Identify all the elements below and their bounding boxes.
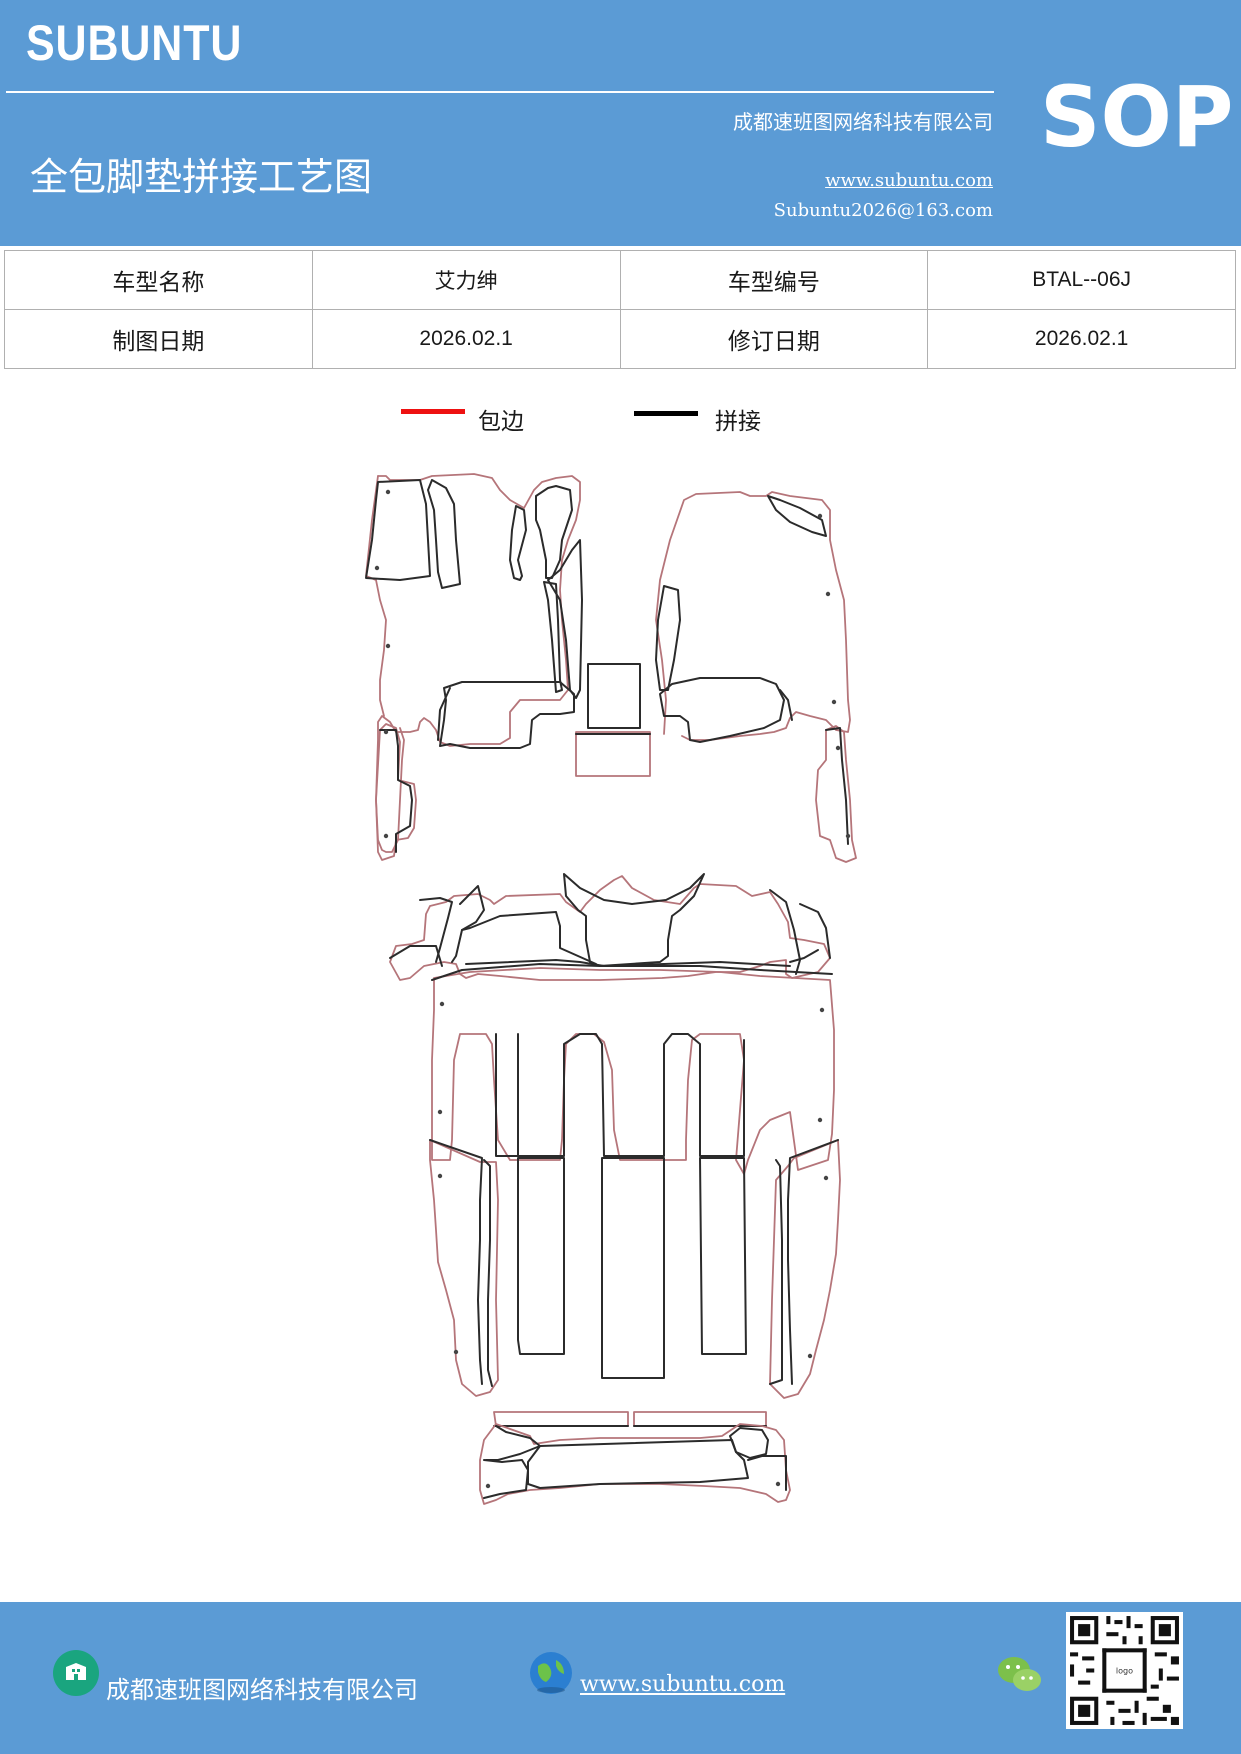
rear-top-strip-left: [493, 1411, 629, 1427]
table-row: 车型名称 艾力绅 车型编号 BTAL--06J: [4, 250, 1236, 310]
center-strip-2: [601, 1157, 665, 1379]
center-strip-1: [517, 1157, 565, 1355]
legend-edge-label: 包边: [478, 409, 524, 435]
passenger-side-strip: [815, 725, 857, 863]
legend-splice-swatch: [634, 411, 698, 416]
svg-text:logo: logo: [1116, 1667, 1133, 1676]
driver-heel-pad: [439, 681, 575, 749]
model-code-value: BTAL--06J: [927, 250, 1236, 310]
passenger-mat-outline: [655, 491, 851, 741]
table-row: 制图日期 2026.02.1 修订日期 2026.02.1: [4, 309, 1236, 369]
third-row-mat: [479, 1423, 791, 1505]
driver-mat-outline: [375, 473, 581, 853]
qr-code-pattern: logo: [1066, 1612, 1183, 1729]
info-table: 车型名称 艾力绅 车型编号 BTAL--06J 制图日期 2026.02.1 修…: [4, 250, 1236, 369]
middle-mats: [389, 873, 841, 1399]
fixing-holes: [374, 489, 851, 1489]
document-title: 全包脚垫拼接工艺图: [30, 155, 373, 199]
email-address: Subuntu2026@163.com: [773, 200, 993, 221]
center-tunnel-left-strip: [547, 539, 583, 699]
second-row-main-panel: [431, 967, 835, 1175]
company-name: 成都速班图网络科技有限公司: [733, 110, 993, 134]
website-link[interactable]: www.subuntu.com: [825, 170, 993, 191]
model-name-label: 车型名称: [4, 250, 313, 310]
footer-website[interactable]: www.subuntu.com: [580, 1672, 786, 1697]
footer-company: 成都速班图网络科技有限公司: [106, 1676, 418, 1704]
model-name-value: 艾力绅: [311, 250, 621, 310]
qr-code[interactable]: logo: [1066, 1612, 1183, 1729]
center-strip-3: [699, 1157, 747, 1355]
legend-splice-label: 拼接: [715, 409, 761, 435]
brand-logo: SUBUNTU: [26, 15, 243, 71]
footer-band: 成都速班图网络科技有限公司 www.subuntu.com: [0, 1602, 1241, 1754]
draw-date-label: 制图日期: [4, 309, 313, 369]
middle-slot-tongue: [517, 1033, 745, 1157]
wechat-icon[interactable]: [996, 1654, 1044, 1696]
header-band: SUBUNTU 成都速班图网络科技有限公司 全包脚垫拼接工艺图 www.subu…: [0, 0, 1241, 246]
draw-date-value: 2026.02.1: [311, 309, 621, 369]
header-divider: [6, 91, 994, 93]
front-mats: [365, 473, 857, 863]
revision-date-label: 修订日期: [619, 309, 929, 369]
driver-left-strip: [365, 479, 431, 581]
building-icon: [53, 1650, 99, 1696]
legend-edge-swatch: [401, 409, 465, 414]
passenger-heel-pad: [659, 677, 785, 743]
globe-icon: [530, 1652, 572, 1694]
model-code-label: 车型编号: [619, 250, 929, 310]
left-rear-side-panel: [429, 1139, 499, 1397]
sop-label: SOP: [1040, 68, 1234, 166]
rear-mats: [479, 1411, 791, 1505]
center-console-pad: [587, 663, 641, 729]
center-front-pad: [575, 731, 651, 777]
floor-mat-diagram: [365, 473, 857, 1505]
revision-date-value: 2026.02.1: [927, 309, 1236, 369]
